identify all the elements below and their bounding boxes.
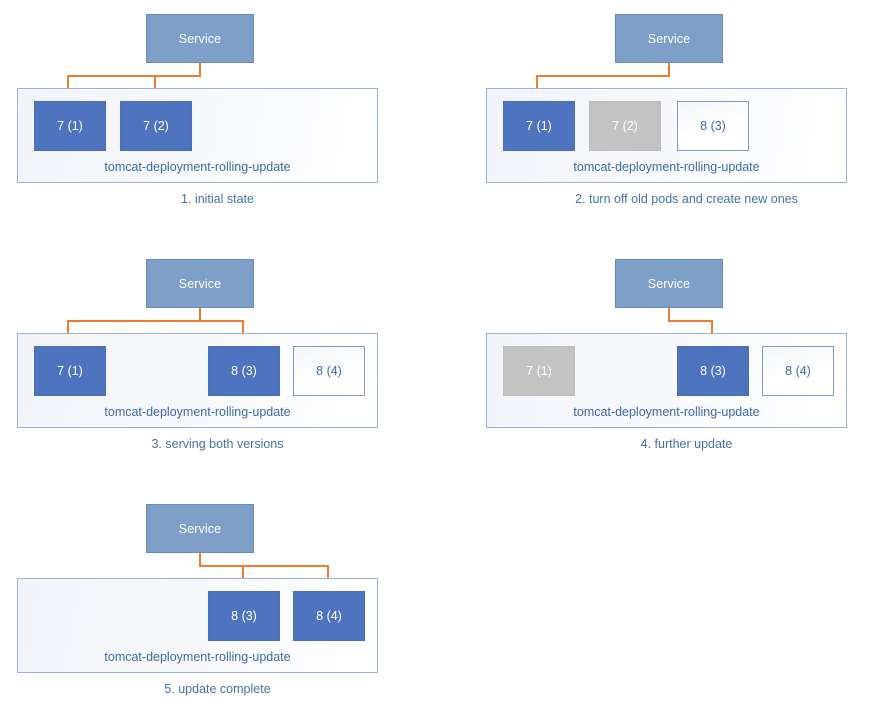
panel-step-5: Service 8 (3) 8 (4) tomcat-deployment-ro…	[0, 490, 435, 718]
deployment-container: 7 (1) 7 (2) tomcat-deployment-rolling-up…	[17, 88, 378, 183]
pod-label: 8 (3)	[700, 364, 726, 378]
pod-label: 7 (1)	[57, 364, 83, 378]
service-box: Service	[146, 504, 254, 553]
pod-label: 8 (4)	[316, 609, 342, 623]
service-box: Service	[146, 14, 254, 63]
service-box: Service	[615, 259, 723, 308]
panel-step-4: Service 7 (1) 8 (3) 8 (4) tomcat-deploym…	[469, 245, 870, 473]
pod-label: 7 (2)	[612, 119, 638, 133]
panel-caption: 4. further update	[640, 437, 733, 451]
pod-label: 7 (2)	[143, 119, 169, 133]
pod-box[interactable]: 8 (3)	[208, 346, 280, 396]
service-box: Service	[146, 259, 254, 308]
panel-step-3: Service 7 (1) 8 (3) 8 (4) tomcat-deploym…	[0, 245, 435, 473]
pod-box[interactable]: 8 (4)	[293, 591, 365, 641]
panel-caption: 5. update complete	[164, 682, 271, 696]
pod-label: 8 (4)	[785, 364, 811, 378]
panel-step-1: Service 7 (1) 7 (2) tomcat-deployment-ro…	[0, 0, 435, 228]
service-label: Service	[178, 521, 222, 536]
panel-step-2: Service 7 (1) 7 (2) 8 (3) tomcat-deploym…	[469, 0, 870, 228]
pod-label: 7 (1)	[526, 364, 552, 378]
deployment-label: tomcat-deployment-rolling-update	[104, 160, 291, 174]
deployment-label: tomcat-deployment-rolling-update	[104, 650, 291, 664]
pod-box[interactable]: 7 (1)	[503, 101, 575, 151]
deployment-container: 7 (1) 8 (3) 8 (4) tomcat-deployment-roll…	[17, 333, 378, 428]
service-label: Service	[178, 31, 222, 46]
pod-box[interactable]: 7 (1)	[34, 101, 106, 151]
deployment-label: tomcat-deployment-rolling-update	[573, 160, 760, 174]
service-label: Service	[647, 31, 691, 46]
pod-box[interactable]: 7 (1)	[503, 346, 575, 396]
deployment-label: tomcat-deployment-rolling-update	[573, 405, 760, 419]
pod-box[interactable]: 7 (1)	[34, 346, 106, 396]
pod-box[interactable]: 8 (4)	[293, 346, 365, 396]
pod-label: 8 (3)	[231, 609, 257, 623]
pod-label: 8 (3)	[231, 364, 257, 378]
pod-box[interactable]: 8 (3)	[677, 346, 749, 396]
deployment-container: 8 (3) 8 (4) tomcat-deployment-rolling-up…	[17, 578, 378, 673]
service-label: Service	[647, 276, 691, 291]
panel-caption: 1. initial state	[181, 192, 254, 206]
panel-caption: 2. turn off old pods and create new ones	[575, 192, 798, 206]
pod-box[interactable]: 8 (3)	[208, 591, 280, 641]
service-box: Service	[615, 14, 723, 63]
panel-caption: 3. serving both versions	[151, 437, 284, 451]
pod-label: 8 (3)	[700, 119, 726, 133]
pod-box[interactable]: 8 (3)	[677, 101, 749, 151]
pod-label: 7 (1)	[57, 119, 83, 133]
pod-box[interactable]: 7 (2)	[589, 101, 661, 151]
deployment-label: tomcat-deployment-rolling-update	[104, 405, 291, 419]
deployment-container: 7 (1) 7 (2) 8 (3) tomcat-deployment-roll…	[486, 88, 847, 183]
pod-box[interactable]: 7 (2)	[120, 101, 192, 151]
pod-box[interactable]: 8 (4)	[762, 346, 834, 396]
pod-label: 8 (4)	[316, 364, 342, 378]
service-label: Service	[178, 276, 222, 291]
deployment-container: 7 (1) 8 (3) 8 (4) tomcat-deployment-roll…	[486, 333, 847, 428]
pod-label: 7 (1)	[526, 119, 552, 133]
